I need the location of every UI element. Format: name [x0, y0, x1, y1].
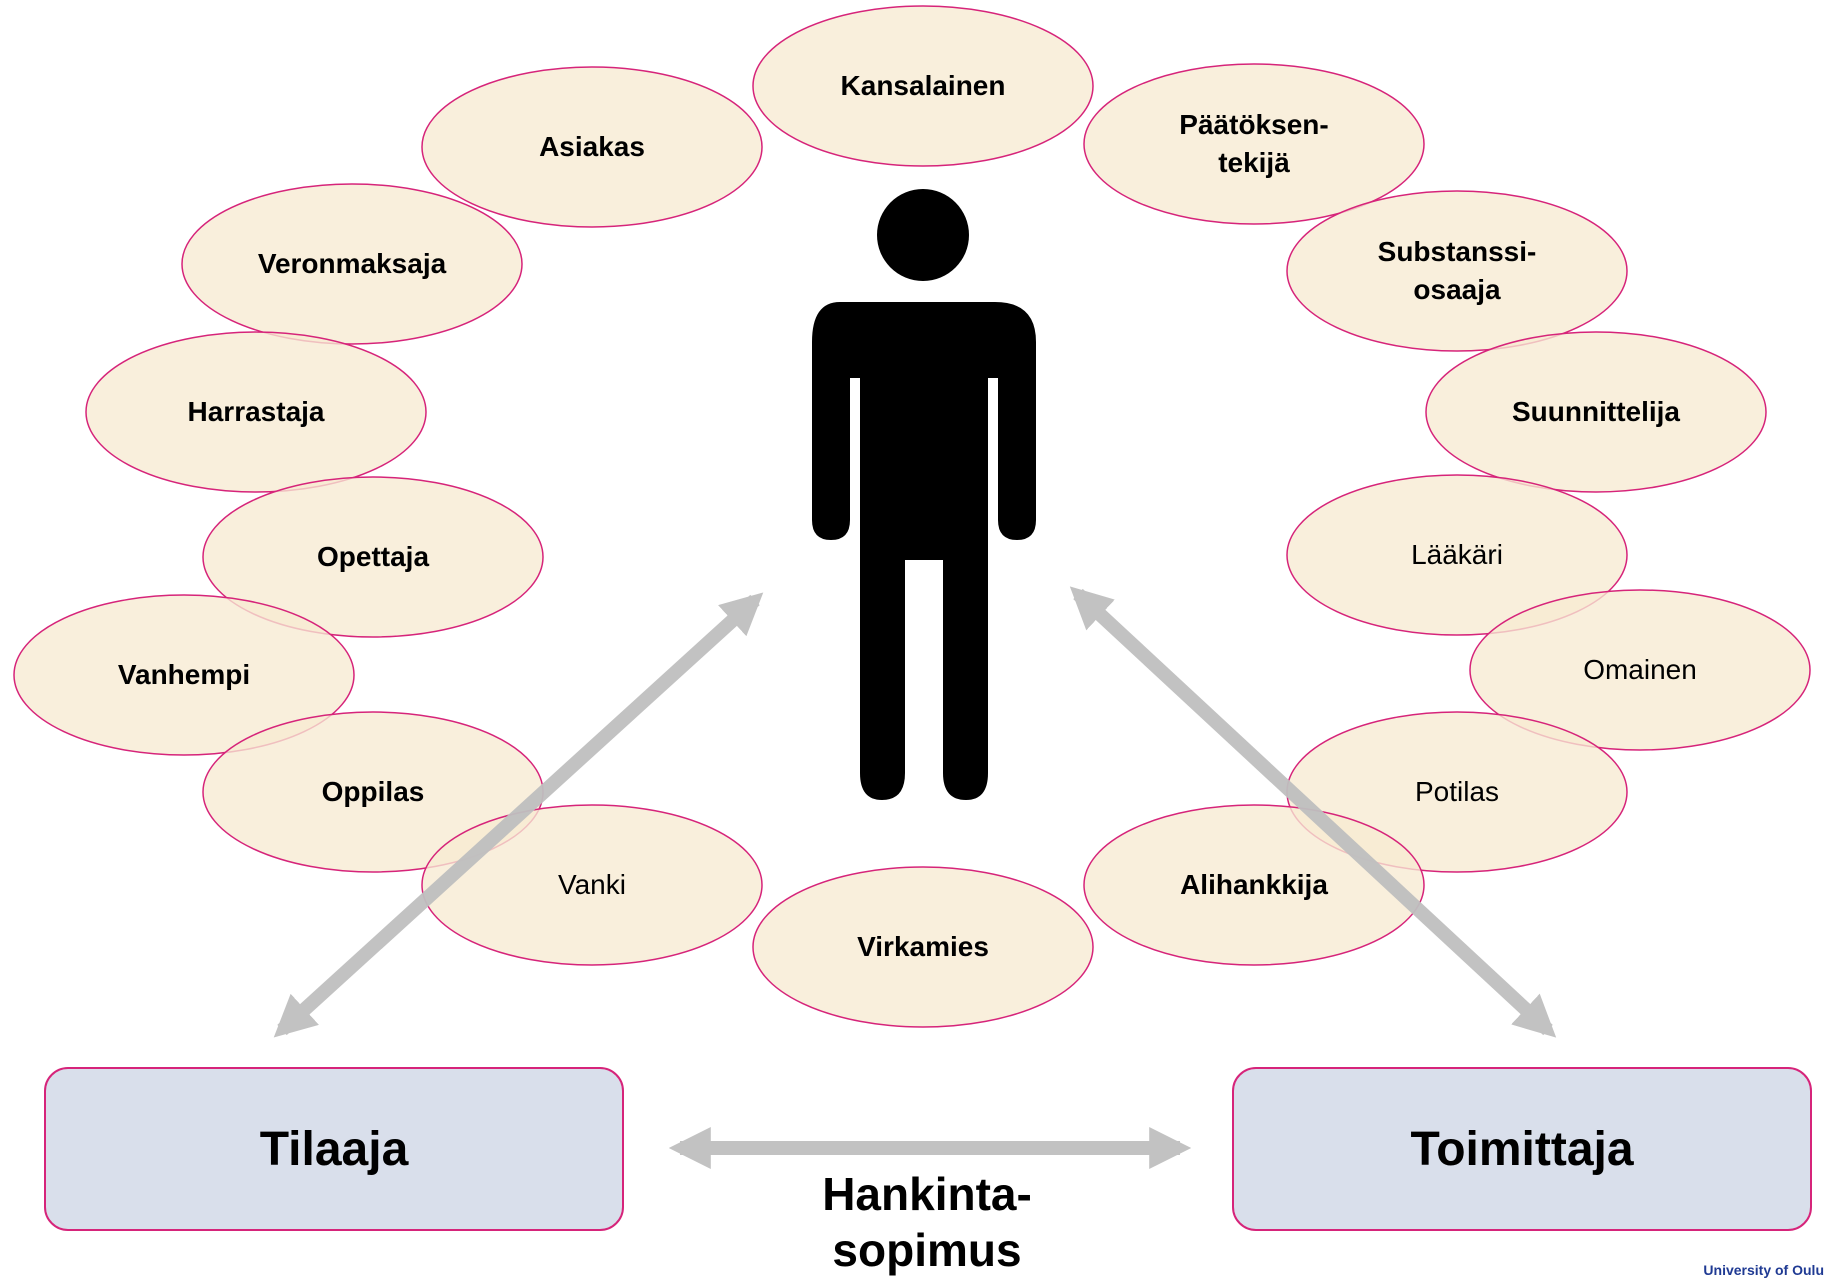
role-ellipse-harrastaja [85, 331, 427, 493]
role-label-line: Harrastaja [187, 396, 325, 427]
role-label-vanhempi: Vanhempi [118, 656, 250, 694]
role-label-substanssiosaaja: Substanssi-osaaja [1378, 233, 1537, 309]
role-label-suunnittelija: Suunnittelija [1512, 393, 1680, 431]
role-label-line: Virkamies [857, 931, 989, 962]
role-label-line: Suunnittelija [1512, 396, 1680, 427]
role-label-potilas: Potilas [1415, 773, 1499, 811]
arrow-person-tilaaja [273, 592, 764, 1038]
role-label-line: Lääkäri [1411, 539, 1503, 570]
role-label-oppilas: Oppilas [322, 773, 425, 811]
role-label-line: Omainen [1583, 654, 1697, 685]
role-label-line: Vanki [558, 869, 626, 900]
role-label-vanki: Vanki [558, 866, 626, 904]
role-label-kansalainen: Kansalainen [841, 67, 1006, 105]
role-label-alihankkija: Alihankkija [1180, 866, 1328, 904]
role-label-line: osaaja [1413, 274, 1501, 305]
role-label-line: Päätöksen- [1179, 109, 1329, 140]
party-box-tilaaja: Tilaaja [44, 1067, 624, 1231]
role-label-line: tekijä [1218, 147, 1290, 178]
arrow-person-toimittaja [1069, 586, 1557, 1038]
role-ellipse-substanssiosaaja [1286, 190, 1628, 352]
role-label-line: Opettaja [316, 541, 430, 572]
relationship-arrows [273, 586, 1557, 1169]
role-label-line: Potilas [1414, 776, 1500, 807]
role-label-line: Kansalainen [840, 70, 1006, 101]
party-label-tilaaja: Tilaaja [259, 1122, 409, 1176]
role-ellipse-asiakas [421, 66, 763, 228]
role-ellipse-suunnittelija [1425, 331, 1767, 493]
role-label-harrastaja: Harrastaja [188, 393, 325, 431]
role-label-line: Vanhempi [117, 659, 251, 690]
party-box-toimittaja: Toimittaja [1232, 1067, 1812, 1231]
organization-label: University of Oulu [1703, 1262, 1824, 1278]
role-label-line: Alihankkija [1180, 869, 1328, 900]
role-label-päätöksentekijä: Päätöksen-tekijä [1179, 106, 1328, 182]
contract-label-line-1: Hankinta- [822, 1168, 1032, 1220]
role-label-lääkäri: Lääkäri [1411, 536, 1503, 574]
role-label-asiakas: Asiakas [539, 128, 645, 166]
contract-label: Hankinta- sopimus [822, 1166, 1032, 1278]
contract-label-line-2: sopimus [832, 1224, 1022, 1276]
person-icon [812, 189, 1036, 800]
role-label-line: Veronmaksaja [257, 248, 447, 279]
role-label-opettaja: Opettaja [317, 538, 429, 576]
role-label-virkamies: Virkamies [857, 928, 989, 966]
role-label-veronmaksaja: Veronmaksaja [258, 245, 446, 283]
role-label-line: Asiakas [539, 131, 645, 162]
role-label-omainen: Omainen [1583, 651, 1697, 689]
party-label-toimittaja: Toimittaja [1410, 1122, 1634, 1176]
role-ellipse-päätöksentekijä [1083, 63, 1425, 225]
role-label-line: Substanssi- [1377, 236, 1537, 267]
role-ellipse-kansalainen [752, 5, 1094, 167]
role-label-line: Oppilas [321, 776, 425, 807]
role-ellipse-veronmaksaja [181, 183, 523, 345]
